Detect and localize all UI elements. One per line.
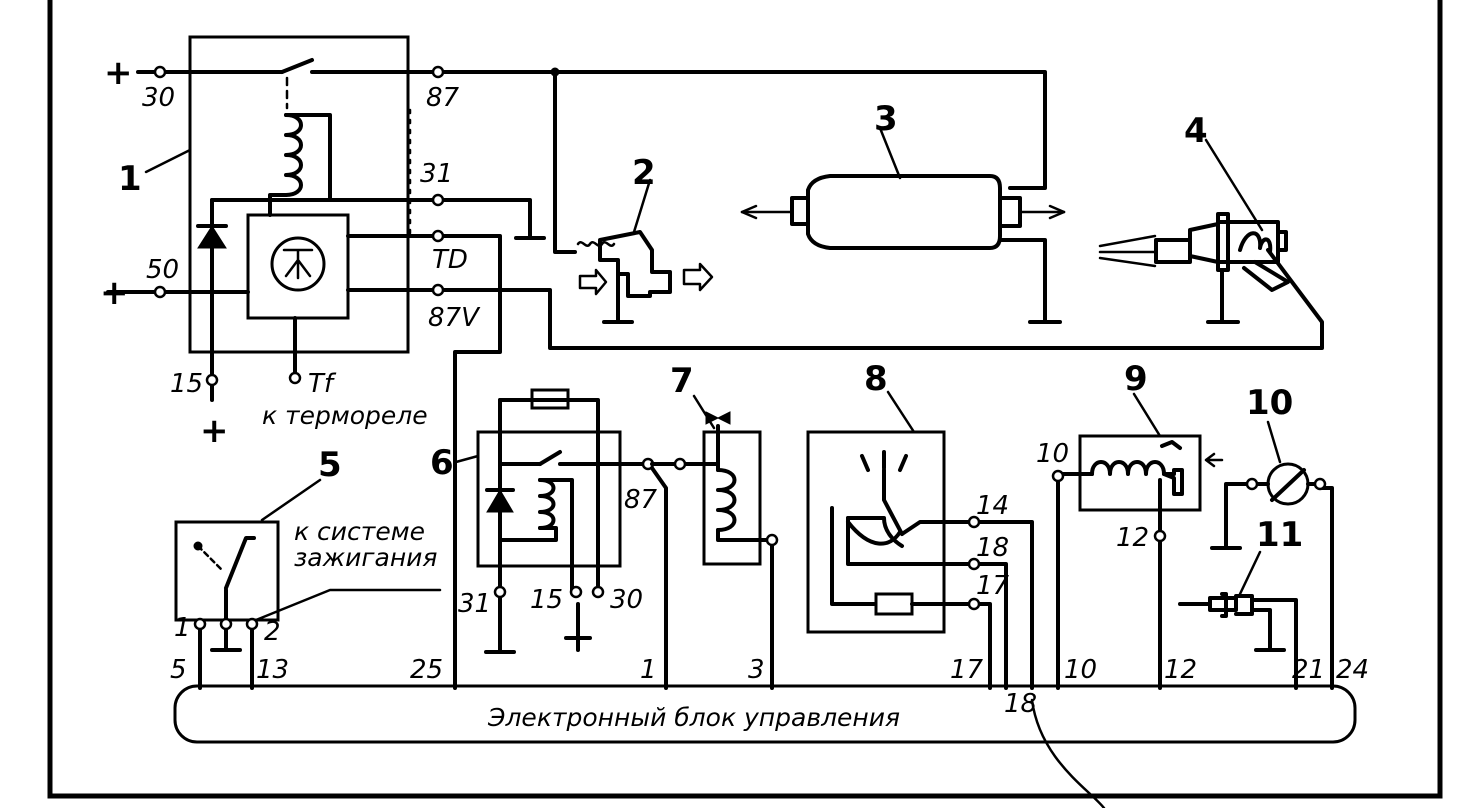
relay6-terminal-87: 87	[624, 485, 658, 515]
valve9-terminal-10: 10	[1036, 439, 1069, 469]
label-component-1: 1	[118, 159, 142, 199]
label-component-5: 5	[318, 445, 342, 485]
ecu-pin-5: 5	[170, 655, 187, 685]
cold-start-injector-4	[1098, 138, 1290, 324]
sensor8-terminal-14: 14	[976, 491, 1009, 521]
label-component-6: 6	[430, 443, 454, 483]
component-9	[1051, 392, 1224, 690]
terminal-30: 30	[142, 83, 175, 113]
thermo-relay-caption: к термореле	[262, 401, 428, 430]
switch-terminal-2: 2	[264, 617, 281, 647]
ecu-pin-3: 3	[748, 655, 765, 685]
ecu-pin-24: 24	[1336, 655, 1369, 685]
relay6-terminal-15: 15	[530, 585, 563, 615]
control-relay-1	[106, 35, 1324, 690]
ecu-pin-1: 1	[640, 655, 657, 685]
label-component-7: 7	[670, 361, 694, 401]
terminal-50: 50	[146, 255, 179, 285]
terminal-15: 15	[170, 369, 203, 399]
label-component-9: 9	[1124, 359, 1148, 399]
ecu-pin-17: 17	[950, 655, 984, 685]
ignition-caption-line1: к системе	[294, 517, 425, 546]
ecu-pin-21: 21	[1292, 655, 1325, 685]
ecu-label: Электронный блок управления	[487, 703, 900, 732]
ecu-pin-18: 18	[1004, 689, 1037, 719]
valve9-terminal-12: 12	[1116, 523, 1149, 553]
terminal-Tf: Tf	[308, 369, 337, 399]
pump-relay-6	[454, 388, 668, 690]
plus-sign-50: +	[100, 273, 129, 313]
sensor8-terminal-17: 17	[976, 571, 1010, 601]
component-2	[553, 70, 714, 324]
ignition-caption-line2: зажигания	[294, 543, 437, 572]
ecu-pin-10: 10	[1064, 655, 1097, 685]
ecu-pin-25: 25	[410, 655, 443, 685]
ecu-pin-13: 13	[256, 655, 289, 685]
electric-fuel-pump-3	[740, 126, 1066, 324]
switch-5	[174, 478, 442, 690]
label-component-4: 4	[1184, 111, 1208, 151]
component-11	[1178, 550, 1298, 690]
label-component-10: 10	[1246, 383, 1293, 423]
component-7	[650, 394, 779, 690]
component-10	[1210, 420, 1334, 690]
relay6-terminal-31: 31	[458, 589, 491, 619]
label-component-3: 3	[874, 99, 898, 139]
terminal-31: 31	[420, 159, 453, 189]
relay6-terminal-30: 30	[610, 585, 643, 615]
terminal-TD: TD	[432, 245, 468, 275]
ecu-pin-12: 12	[1164, 655, 1197, 685]
label-component-2: 2	[632, 153, 656, 193]
diagram-frame	[47, 0, 1443, 799]
plus-sign-30: +	[104, 53, 133, 93]
sensor-8	[806, 390, 1106, 808]
label-component-11: 11	[1256, 515, 1303, 555]
plus-sign-15: +	[200, 411, 229, 451]
ecu-block	[173, 684, 1357, 744]
terminal-87: 87	[426, 83, 460, 113]
switch-terminal-1: 1	[174, 613, 191, 643]
terminal-87V: 87V	[428, 303, 481, 333]
label-component-8: 8	[864, 359, 888, 399]
sensor8-terminal-18: 18	[976, 533, 1009, 563]
